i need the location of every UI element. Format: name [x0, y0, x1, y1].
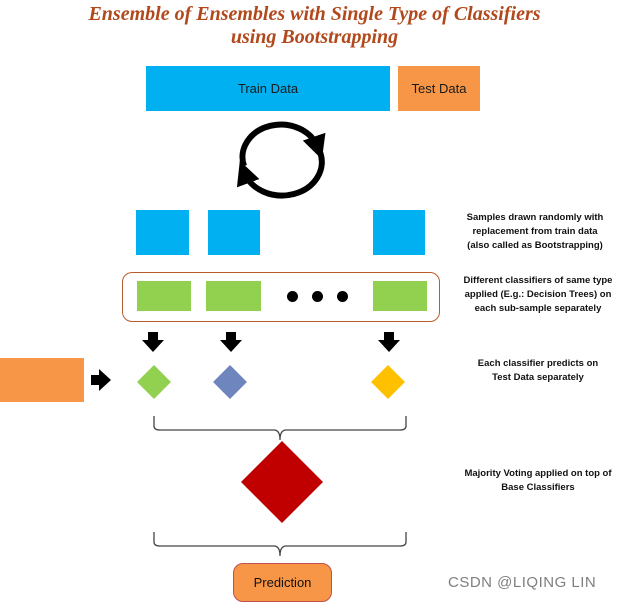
sample-square-2: [208, 210, 260, 255]
classifiers-note-line-2: applied (E.g.: Decision Trees) on: [464, 289, 612, 300]
ellipsis-dot-2: [312, 291, 323, 302]
upper-brace: [153, 416, 407, 441]
classifier-box-2: [206, 281, 261, 311]
predicts-note: Each classifier predicts on Test Data se…: [458, 357, 618, 385]
classifiers-container: [122, 272, 440, 322]
classifiers-note-line-3: each sub-sample separately: [474, 303, 602, 314]
ellipsis-dot-3: [337, 291, 348, 302]
predicts-note-line-2: Test Data separately: [492, 372, 584, 383]
samples-note-line-3: (also called as Bootstrapping): [467, 240, 603, 251]
train-data-box: Train Data: [146, 66, 390, 111]
voting-note-line-2: Base Classifiers: [501, 482, 575, 493]
classifier-box-1: [137, 281, 191, 311]
classifier-output-diamond-3: [371, 365, 405, 399]
bootstrap-cycle-icon: [236, 121, 326, 199]
test-data-input-box: [0, 358, 84, 402]
lower-brace: [153, 532, 407, 557]
title-line-2: using Bootstrapping: [230, 26, 399, 48]
samples-note: Samples drawn randomly with replacement …: [455, 211, 615, 253]
watermark: CSDN @LIQING LIN: [448, 574, 597, 591]
title-line-1: Ensemble of Ensembles with Single Type o…: [88, 3, 541, 25]
prediction-label: Prediction: [253, 575, 312, 590]
test-data-box: Test Data: [398, 66, 480, 111]
majority-vote-diamond: [240, 440, 324, 524]
samples-note-line-2: replacement from train data: [472, 226, 598, 237]
sample-square-3: [373, 210, 425, 255]
right-arrow-icon: [91, 369, 111, 391]
predicts-note-line-1: Each classifier predicts on: [477, 358, 599, 369]
voting-note: Majority Voting applied on top of Base C…: [458, 467, 618, 495]
classifiers-note: Different classifiers of same type appli…: [458, 274, 618, 316]
voting-note-line-1: Majority Voting applied on top of: [464, 468, 612, 479]
down-arrow-icon-2: [220, 332, 242, 352]
down-arrow-icon-3: [378, 332, 400, 352]
down-arrow-icon-1: [142, 332, 164, 352]
classifier-output-diamond-2: [213, 365, 247, 399]
classifiers-note-line-1: Different classifiers of same type: [463, 275, 613, 286]
classifier-output-diamond-1: [137, 365, 171, 399]
train-data-label: Train Data: [237, 81, 299, 96]
sample-square-1: [136, 210, 189, 255]
classifier-box-3: [373, 281, 427, 311]
test-data-label: Test Data: [411, 81, 467, 96]
prediction-box: Prediction: [233, 563, 332, 602]
ellipsis-dot-1: [287, 291, 298, 302]
samples-note-line-1: Samples drawn randomly with: [466, 212, 604, 223]
